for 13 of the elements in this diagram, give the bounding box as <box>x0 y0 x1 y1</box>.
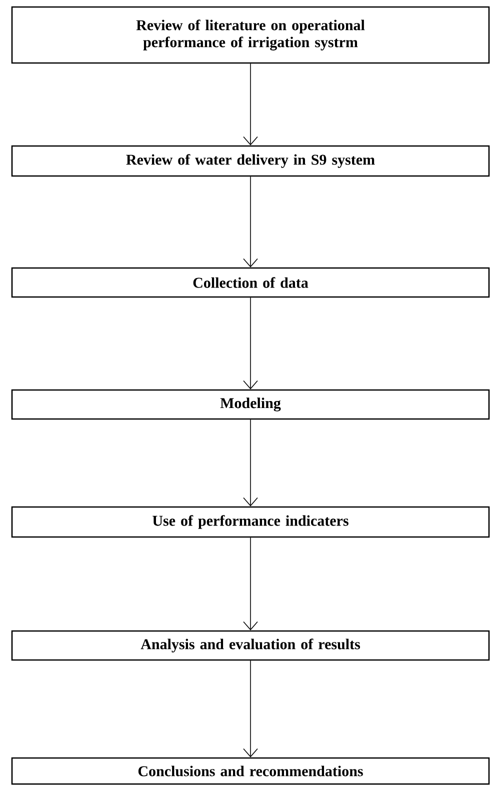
arrow <box>243 297 258 390</box>
process-box: Conclusions and recommendations <box>11 757 490 785</box>
process-box: Modeling <box>11 389 490 420</box>
process-box: Analysis and evaluation of results <box>11 630 490 661</box>
process-box: Collection of data <box>11 267 490 298</box>
process-box: Review of water delivery in S9 system <box>11 145 490 177</box>
arrow <box>243 63 258 146</box>
arrow <box>243 537 258 630</box>
process-box: Use of performance indicaters <box>11 506 490 538</box>
process-box: Review of literature on operational performance of irrigation systrm <box>11 6 490 64</box>
arrow <box>243 176 258 268</box>
arrow <box>243 660 258 758</box>
arrow <box>243 419 258 506</box>
